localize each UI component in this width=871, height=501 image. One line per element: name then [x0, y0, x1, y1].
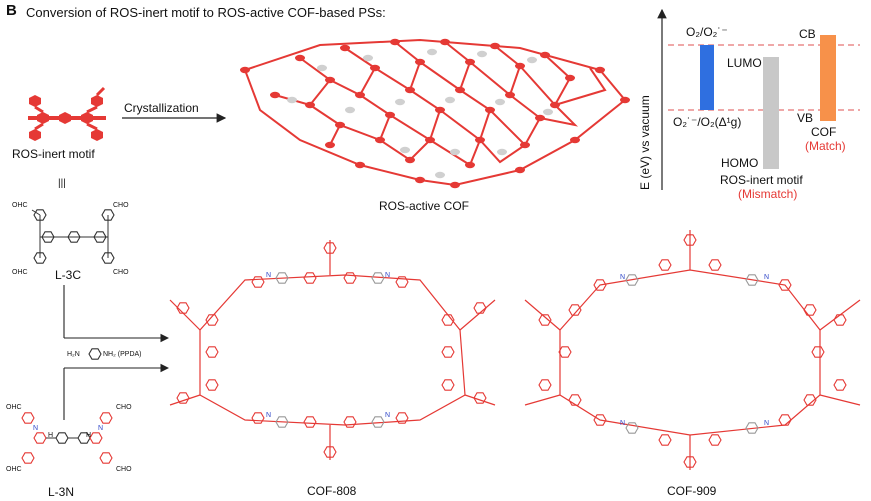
ppda-amine-right: NH₂ (PPDA) — [103, 351, 142, 358]
l3n-n-right: N — [98, 425, 104, 432]
cof-sheet-label: ROS-active COF — [379, 199, 470, 213]
cof-909-framework — [524, 230, 861, 470]
cof909-imine-n-3: N — [620, 420, 626, 427]
match-label: (Match) — [805, 139, 846, 153]
panel-heading: Conversion of ROS-inert motif to ROS-act… — [26, 5, 386, 20]
cof808-imine-n-4: N — [385, 412, 391, 419]
l3c-monomer-structure — [31, 209, 115, 264]
l3c-cho-bottom-right: CHO — [113, 269, 129, 276]
homo-label: HOMO — [721, 156, 759, 170]
cof-band-bar — [820, 35, 836, 121]
l3c-cho-top-right: CHO — [113, 202, 129, 209]
l3n-cho-bottom-left: OHC — [6, 466, 22, 473]
motif-label: ROS-inert motif — [12, 147, 95, 161]
cof-909-label: COF-909 — [667, 484, 717, 498]
l3n-h-left: H — [48, 432, 54, 439]
ppda-benzene-icon — [88, 348, 102, 360]
l3n-cho-bottom-right: CHO — [116, 466, 132, 473]
cof909-imine-n-4: N — [764, 420, 770, 427]
ppda-amine-left: H₂N — [67, 351, 80, 358]
cof-808-framework — [169, 240, 496, 460]
l3c-name: L-3C — [55, 268, 82, 282]
l3n-n-left: N — [33, 425, 39, 432]
cof808-imine-n-1: N — [266, 272, 272, 279]
energy-axis-label: E (eV) vs vacuum — [638, 95, 652, 190]
vb-label: VB — [797, 111, 814, 125]
inert-label: ROS-inert motif — [720, 173, 803, 187]
ros-inert-bar — [763, 57, 779, 169]
l3c-cho-top-left: OHC — [12, 202, 28, 209]
lumo-label: LUMO — [727, 56, 762, 70]
o2-couple-label: O₂/O₂˙⁻ — [686, 25, 728, 39]
cof808-imine-n-3: N — [266, 412, 272, 419]
l3n-h-right: H — [86, 432, 92, 439]
cof-sheet-illustration — [240, 38, 630, 189]
cof909-imine-n-2: N — [764, 274, 770, 281]
cb-label: CB — [799, 27, 816, 41]
energy-level-diagram — [657, 8, 860, 190]
cof808-imine-n-2: N — [385, 272, 391, 279]
cof909-imine-n-1: N — [620, 274, 626, 281]
singlet-couple-label: O₂˙⁻/O₂(Δ¹g) — [673, 115, 742, 129]
l3c-cho-bottom-left: OHC — [12, 269, 28, 276]
panel-letter: B — [6, 2, 17, 19]
l3n-monomer-structure — [21, 412, 113, 464]
mismatch-label: (Mismatch) — [738, 187, 798, 201]
ros-inert-motif-structure — [28, 86, 106, 141]
o2-couple-bar — [700, 45, 714, 110]
cof-808-label: COF-808 — [307, 484, 357, 498]
equivalence-symbol: ||| — [58, 178, 66, 189]
crystallization-label: Crystallization — [124, 101, 199, 115]
l3n-cho-top-right: CHO — [116, 404, 132, 411]
l3n-cho-top-left: OHC — [6, 404, 22, 411]
cof-label: COF — [811, 125, 837, 139]
l3n-name: L-3N — [48, 485, 75, 499]
